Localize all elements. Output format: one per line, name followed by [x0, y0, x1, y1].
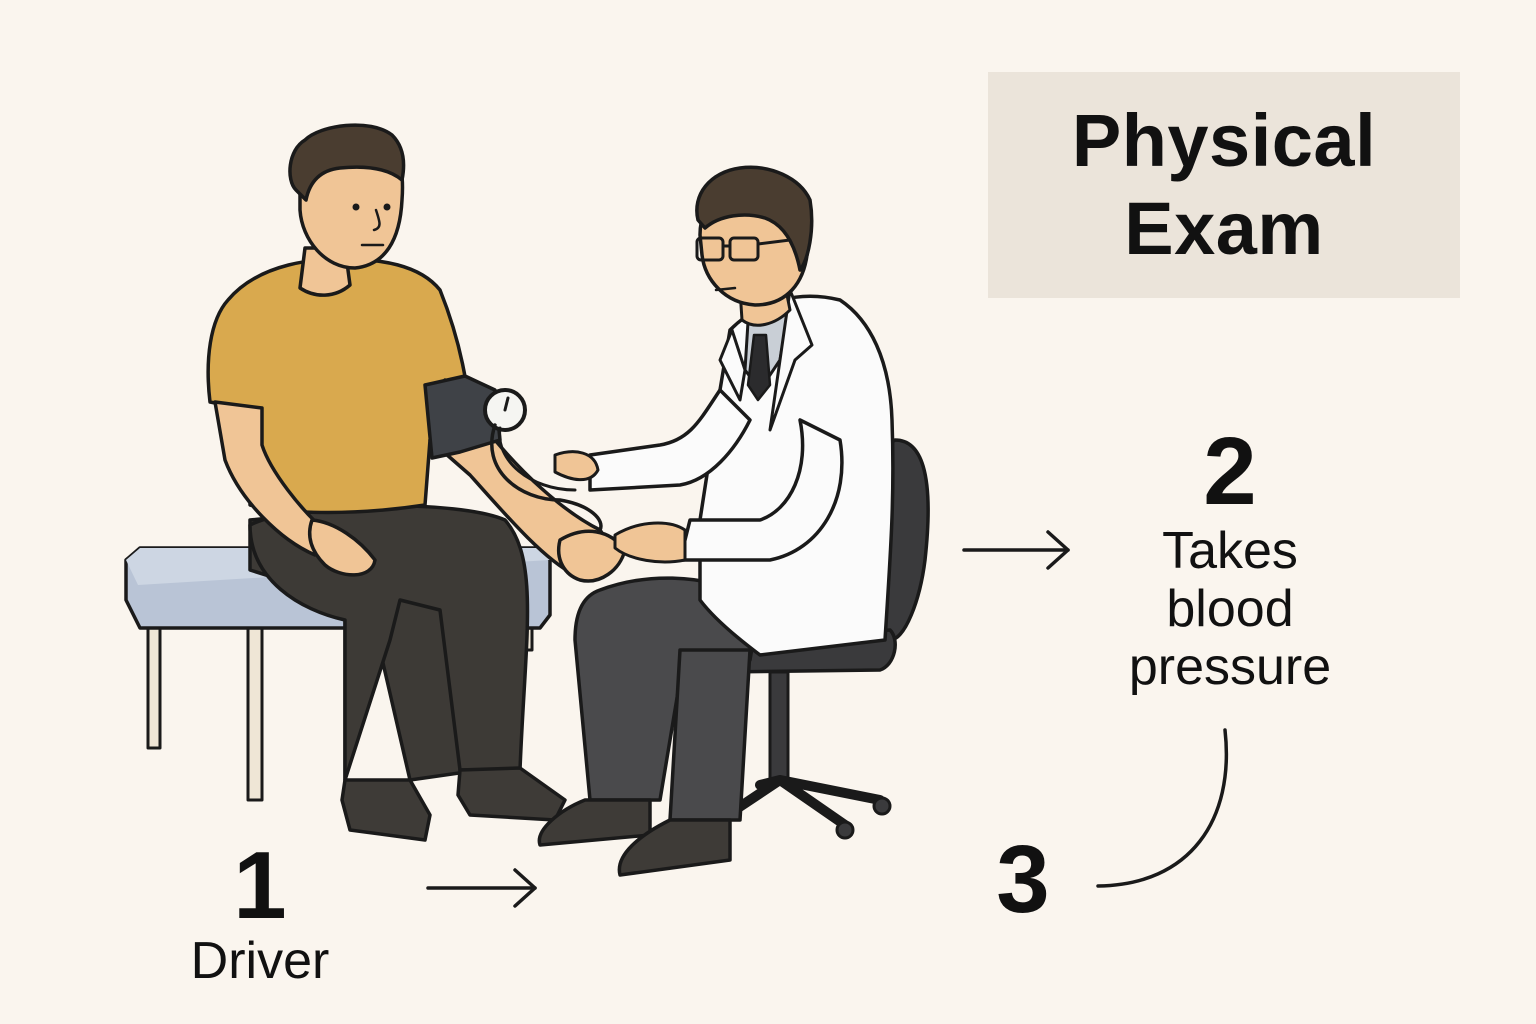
curved-arrow-icon: [1096, 728, 1229, 888]
title-line-1: Physical: [1071, 99, 1377, 182]
right-arrow-icon: [426, 868, 537, 908]
patient-figure: [206, 123, 627, 842]
step-3-number: 3: [996, 826, 1050, 933]
step-2-number: 2: [1203, 418, 1257, 525]
step-2-label-line-2: blood: [1166, 580, 1294, 638]
doctor-figure: [537, 165, 895, 877]
step-2-label-line-1: Takes: [1162, 522, 1298, 580]
step-2-label-line-3: pressure: [1128, 638, 1332, 696]
title-line-2: Exam: [1124, 187, 1324, 270]
step-1-number: 1: [233, 832, 287, 939]
title-box: Physical Exam: [988, 72, 1460, 298]
right-arrow-icon: [962, 530, 1070, 570]
step-1-label: Driver: [190, 932, 330, 990]
step-2-label: Takes blood pressure: [1090, 522, 1370, 696]
